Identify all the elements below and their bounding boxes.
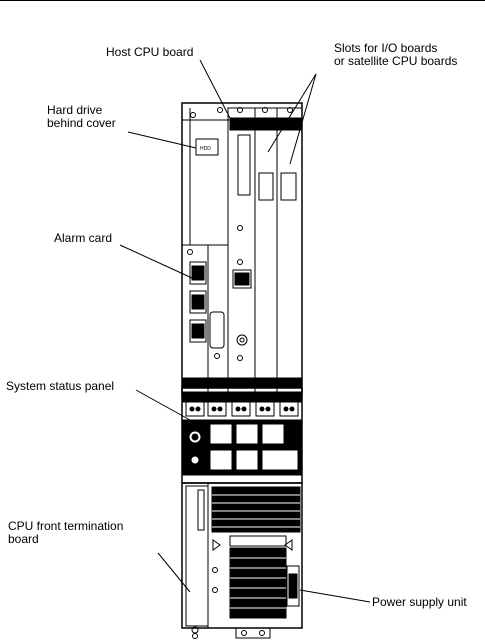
cpu-front-termination-board <box>185 485 209 634</box>
label-cpu-term-line2: board <box>8 532 39 546</box>
label-cpu-term-line1: CPU front termination <box>8 519 124 533</box>
power-supply-unit <box>207 482 303 629</box>
label-host-cpu-text: Host CPU board <box>106 45 194 59</box>
label-host-cpu-board: Host CPU board <box>106 46 193 59</box>
label-io-slots-line1: Slots for I/O boards <box>334 41 438 55</box>
alarm-card <box>181 244 229 396</box>
label-cpu-front-termination: CPU front termination board <box>8 520 123 546</box>
label-alarm-card: Alarm card <box>54 232 112 245</box>
label-alarm-card-text: Alarm card <box>54 231 113 245</box>
label-system-status-panel-text: System status panel <box>6 379 115 393</box>
label-io-slots: Slots for I/O boards or satellite CPU bo… <box>334 42 457 68</box>
label-hard-drive-line1: Hard drive <box>47 103 103 117</box>
hard-drive-cover: HDD <box>189 107 223 245</box>
bottom-latches <box>192 627 271 639</box>
leader-lines <box>119 59 371 603</box>
svg-text:HDD: HDD <box>200 146 211 152</box>
system-status-panel <box>181 377 303 484</box>
host-cpu-board <box>227 107 256 396</box>
label-power-supply-text: Power supply unit <box>372 595 467 609</box>
io-slots <box>254 107 303 396</box>
label-hard-drive: Hard drive behind cover <box>47 104 116 130</box>
label-io-slots-line2: or satellite CPU boards <box>334 54 458 68</box>
label-system-status-panel: System status panel <box>6 380 114 393</box>
label-hard-drive-line2: behind cover <box>47 116 116 130</box>
top-rule <box>0 0 485 1</box>
label-power-supply-unit: Power supply unit <box>372 596 467 609</box>
